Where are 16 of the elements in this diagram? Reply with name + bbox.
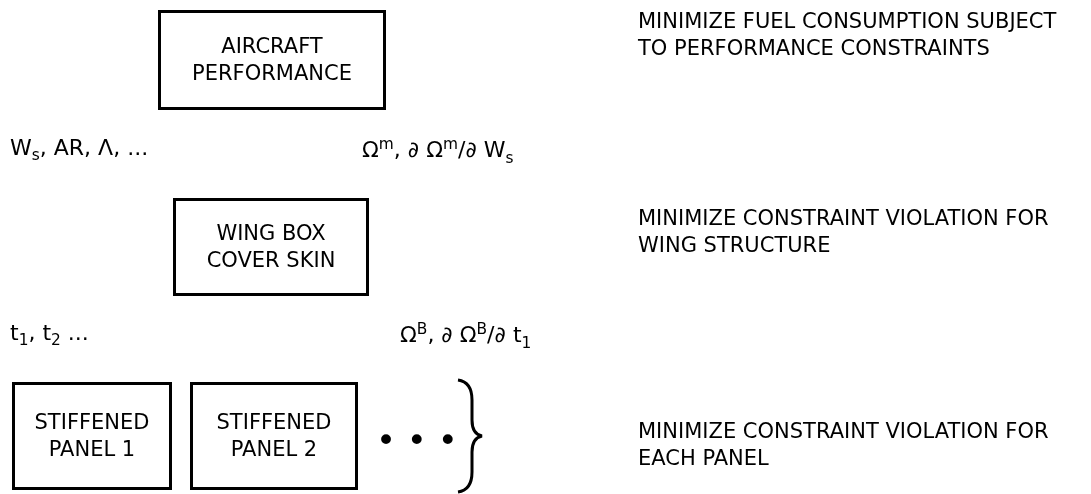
process-box [190, 382, 358, 490]
objective-note: MINIMIZE CONSTRAINT VIOLATION FOR WING STRUCTURE [638, 205, 1050, 260]
variable-list: W$_{s}$, AR, Λ, ... [10, 135, 149, 165]
box-label: STIFFENED PANEL 1 [33, 408, 151, 463]
box-label: WING BOX COVER SKIN [205, 219, 337, 274]
objective-note: MINIMIZE FUEL CONSUMPTION SUBJECT TO PERFORMANCE CONSTRAINTS [638, 8, 1058, 63]
sensitivity-formula: Ω$^{B}$, ∂ Ω$^{B}$/∂ t$_{1}$ [400, 320, 532, 352]
variable-list: t$_{1}$, t$_{2}$ ... [10, 320, 89, 350]
sensitivity-formula: Ω$^{m}$, ∂ Ω$^{m}$/∂ W$_{s}$ [362, 135, 514, 167]
process-box [12, 382, 172, 490]
process-box [158, 10, 386, 110]
objective-note: MINIMIZE CONSTRAINT VIOLATION FOR EACH PANEL [638, 418, 1050, 473]
process-box [173, 198, 369, 296]
box-label: STIFFENED PANEL 2 [215, 408, 333, 463]
box-label: AIRCRAFT PERFORMANCE [191, 32, 353, 87]
ellipsis-dots: • • • [376, 420, 458, 460]
